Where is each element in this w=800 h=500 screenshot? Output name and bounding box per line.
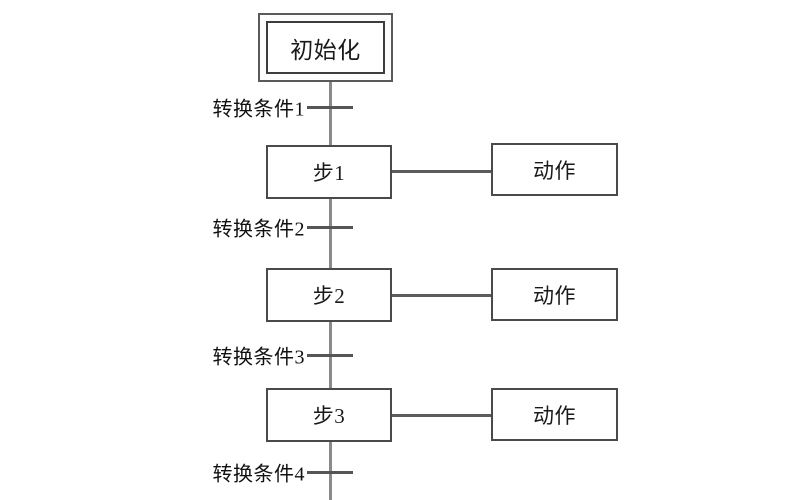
action-box-2[interactable]: 动作 bbox=[491, 268, 618, 321]
step-action-link-3 bbox=[392, 414, 491, 417]
transition-tick-3 bbox=[307, 354, 353, 357]
action-box-3[interactable]: 动作 bbox=[491, 388, 618, 441]
step-label-2: 步2 bbox=[312, 284, 346, 308]
action-label-1: 动作 bbox=[533, 158, 576, 183]
transition-tick-1 bbox=[307, 106, 353, 109]
step-label-1: 步1 bbox=[312, 161, 346, 185]
transition-label-2: 转换条件2 bbox=[212, 218, 305, 241]
step-box-3[interactable]: 步3 bbox=[266, 388, 392, 442]
transition-tick-2 bbox=[307, 226, 353, 229]
transition-label-3: 转换条件3 bbox=[212, 346, 305, 369]
spine-segment-s1-to-t2 bbox=[329, 199, 332, 268]
step-label-3: 步3 bbox=[312, 404, 346, 428]
step-box-2[interactable]: 步2 bbox=[266, 268, 392, 322]
action-label-3: 动作 bbox=[533, 403, 576, 428]
step-action-link-2 bbox=[392, 294, 491, 297]
spine-segment-init-to-t1 bbox=[329, 82, 332, 145]
step-box-1[interactable]: 步1 bbox=[266, 145, 392, 199]
initial-step-label: 初始化 bbox=[266, 21, 385, 74]
transition-label-1: 转换条件1 bbox=[212, 98, 305, 121]
action-label-2: 动作 bbox=[533, 283, 576, 308]
initial-step-box[interactable]: 初始化 bbox=[258, 13, 393, 82]
transition-tick-4 bbox=[307, 471, 353, 474]
step-action-link-1 bbox=[392, 170, 491, 173]
action-box-1[interactable]: 动作 bbox=[491, 143, 618, 196]
transition-label-4: 转换条件4 bbox=[212, 463, 305, 486]
